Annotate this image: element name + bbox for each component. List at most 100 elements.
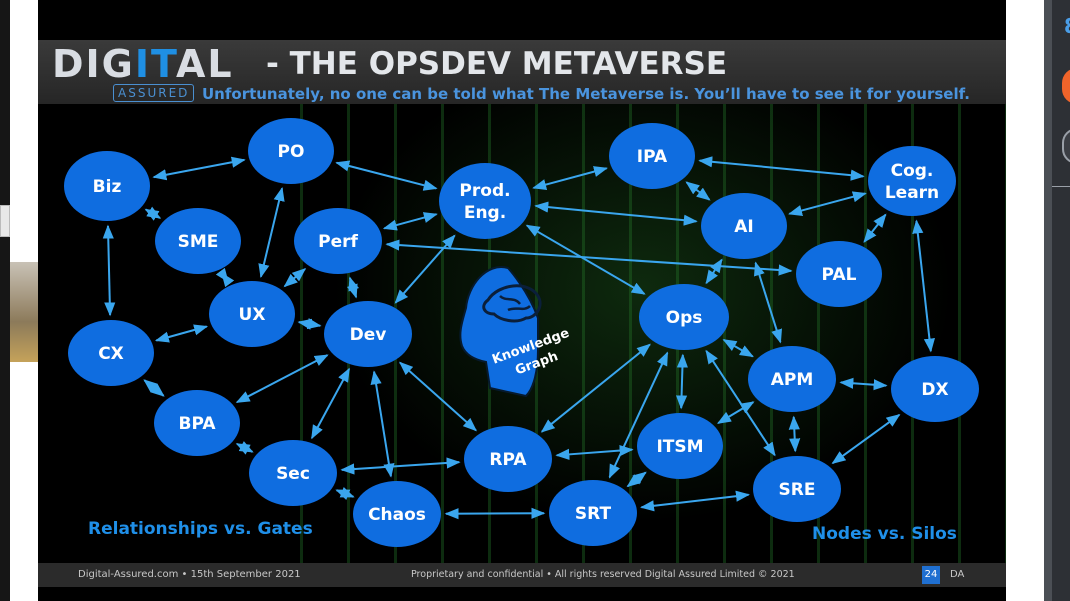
edge-ux-cx bbox=[154, 324, 209, 343]
footer-page-id: DA bbox=[950, 569, 965, 580]
edge-sme-ux bbox=[215, 267, 235, 288]
node-apm: APM bbox=[748, 346, 836, 412]
node-pal-shape bbox=[796, 241, 882, 307]
node-ai: AI bbox=[701, 193, 787, 259]
node-ipa: IPA bbox=[609, 123, 695, 189]
logo-part-dig: DIG bbox=[52, 42, 135, 86]
node-chaos-label: Chaos bbox=[368, 505, 426, 525]
footer-bar bbox=[38, 563, 1006, 587]
node-sme: SME bbox=[155, 208, 241, 274]
page-number-badge: 24 bbox=[922, 566, 940, 584]
logo-part-it: IT bbox=[134, 42, 176, 86]
left-thumbnail bbox=[10, 262, 38, 362]
edge-sec-chaos bbox=[335, 486, 355, 501]
edge-dev-bpa bbox=[235, 354, 329, 404]
node-apm-shape bbox=[748, 346, 836, 412]
node-cog-shape bbox=[868, 146, 956, 216]
edge-cog-ai bbox=[788, 191, 867, 216]
orange-avatar-button[interactable] bbox=[1062, 68, 1070, 104]
node-bpa: BPA bbox=[154, 390, 240, 456]
edge-prod-ai bbox=[534, 201, 698, 226]
edge-dev-chaos bbox=[370, 370, 395, 478]
node-cog-label: Learn bbox=[885, 183, 939, 203]
edge-po-prod bbox=[335, 160, 438, 191]
edge-prod-ipa bbox=[532, 166, 608, 191]
edge-rpa-itsm bbox=[555, 444, 634, 460]
node-rpa-shape bbox=[464, 426, 552, 492]
edge-perf-dev bbox=[346, 276, 360, 299]
edge-ops-itsm bbox=[675, 353, 689, 410]
node-cx: CX bbox=[68, 320, 154, 386]
node-itsm-shape bbox=[637, 413, 723, 479]
edge-prod-ops bbox=[525, 224, 646, 295]
node-ai-label: AI bbox=[734, 217, 753, 237]
edge-po-ux bbox=[258, 186, 285, 279]
node-cx-shape bbox=[68, 320, 154, 386]
node-itsm-label: ITSM bbox=[656, 437, 703, 457]
node-po-label: PO bbox=[278, 142, 305, 162]
edge-ai-ops bbox=[705, 258, 723, 285]
node-cog: Cog.Learn bbox=[868, 146, 956, 216]
node-ipa-label: IPA bbox=[637, 147, 668, 167]
caption-left: Relationships vs. Gates bbox=[88, 519, 313, 539]
slide: DIGITAL ASSURED - THE OPSDEV METAVERSE U… bbox=[38, 0, 1006, 601]
node-perf: Perf bbox=[294, 208, 382, 274]
edges-layer bbox=[102, 156, 935, 520]
node-dx-label: DX bbox=[921, 380, 948, 400]
edge-dev-sec bbox=[310, 367, 351, 440]
edge-sec-rpa bbox=[340, 457, 461, 475]
node-sre-shape bbox=[753, 456, 841, 522]
edge-biz-cx bbox=[102, 224, 116, 317]
node-ai-shape bbox=[701, 193, 787, 259]
node-ops-label: Ops bbox=[666, 308, 703, 328]
edge-dev-rpa bbox=[398, 361, 478, 432]
node-biz: Biz bbox=[64, 151, 150, 221]
node-sec-shape bbox=[249, 440, 337, 506]
node-srt-label: SRT bbox=[575, 504, 612, 524]
edge-itsm-srt bbox=[626, 471, 647, 488]
edge-ipa-ai bbox=[685, 181, 711, 201]
brain-folds bbox=[499, 295, 531, 312]
edge-srt-sre bbox=[640, 490, 750, 512]
node-bpa-shape bbox=[154, 390, 240, 456]
edge-biz-po bbox=[152, 156, 246, 181]
edge-perf-prod bbox=[382, 212, 438, 231]
node-ux: UX bbox=[209, 281, 295, 347]
edge-biz-sme bbox=[144, 206, 162, 221]
node-dev: Dev bbox=[324, 301, 412, 367]
node-srt: SRT bbox=[549, 480, 637, 546]
edge-apm-itsm bbox=[717, 401, 755, 425]
node-ipa-shape bbox=[609, 123, 695, 189]
node-sre: SRE bbox=[753, 456, 841, 522]
node-prod: Prod.Eng. bbox=[439, 163, 531, 239]
node-sre-label: SRE bbox=[779, 480, 816, 500]
node-chaos: Chaos bbox=[353, 481, 441, 547]
node-pal-label: PAL bbox=[822, 265, 857, 285]
node-ux-label: UX bbox=[239, 305, 266, 325]
right-panel-digit: 8 bbox=[1064, 14, 1070, 38]
node-rpa: RPA bbox=[464, 426, 552, 492]
left-dark-strip bbox=[0, 0, 10, 601]
node-biz-label: Biz bbox=[93, 177, 122, 197]
left-window-edge bbox=[0, 0, 38, 601]
node-cx-label: CX bbox=[98, 344, 124, 364]
node-prod-shape bbox=[439, 163, 531, 239]
node-sme-label: SME bbox=[178, 232, 219, 252]
node-prod-label: Eng. bbox=[464, 203, 506, 223]
edge-chaos-srt bbox=[444, 507, 546, 520]
node-sec-label: Sec bbox=[276, 464, 310, 484]
edge-prod-dev bbox=[394, 234, 456, 304]
node-dev-label: Dev bbox=[350, 325, 387, 345]
left-panel-tab[interactable] bbox=[0, 205, 10, 237]
node-dx-shape bbox=[891, 356, 979, 422]
brain-outline bbox=[482, 284, 542, 323]
slide-tagline: Unfortunately, no one can be told what T… bbox=[202, 85, 971, 103]
node-dev-shape bbox=[324, 301, 412, 367]
title-bar bbox=[38, 40, 1006, 104]
caption-right: Nodes vs. Silos bbox=[812, 524, 957, 544]
right-scroll-strip[interactable] bbox=[1044, 0, 1052, 601]
node-po: PO bbox=[248, 118, 334, 184]
slide-title: - THE OPSDEV METAVERSE bbox=[266, 46, 728, 82]
